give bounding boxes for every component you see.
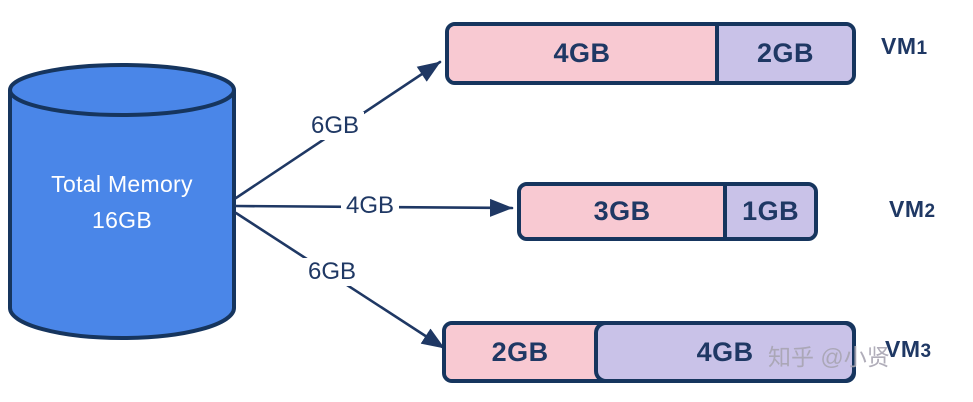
vm3-allocated-label: 2GB bbox=[491, 336, 549, 367]
total-memory-line1: Total Memory bbox=[51, 171, 193, 197]
vm1-allocated-label: 4GB bbox=[553, 38, 611, 68]
vm1-free-segment: 2GB bbox=[714, 26, 852, 81]
vm1-memory-bar: 4GB 2GB bbox=[445, 22, 856, 85]
vm2-name-prefix: VM bbox=[889, 196, 925, 222]
vm2-allocated-segment: 3GB bbox=[521, 186, 724, 237]
flow-label-vm2: 4GB bbox=[341, 192, 400, 220]
zhihu-watermark: 知乎 @小贤 bbox=[768, 344, 890, 370]
vm3-allocated-segment: 2GB bbox=[446, 325, 595, 379]
vm2-free-segment: 1GB bbox=[723, 186, 814, 237]
vm3-memory-bar: 2GB 4GB bbox=[442, 321, 856, 383]
vm1-allocated-segment: 4GB bbox=[449, 26, 715, 81]
memory-cylinder-top bbox=[8, 63, 236, 117]
vm2-allocated-label: 3GB bbox=[593, 196, 651, 226]
vm3-name-digit: 3 bbox=[920, 341, 932, 362]
flow-label-vm1: 6GB bbox=[306, 112, 365, 140]
total-memory-label: Total Memory 16GB bbox=[14, 166, 230, 238]
vm2-name-label: VM2 bbox=[889, 196, 936, 223]
flow-label-vm3: 6GB bbox=[303, 258, 362, 286]
vm1-name-label: VM1 bbox=[881, 33, 928, 60]
vm3-name-prefix: VM bbox=[885, 336, 921, 362]
vm2-memory-bar: 3GB 1GB bbox=[517, 182, 818, 241]
vm1-name-digit: 1 bbox=[916, 38, 928, 59]
vm3-name-label: VM3 bbox=[885, 336, 932, 363]
vm2-name-digit: 2 bbox=[924, 201, 936, 222]
vm1-free-label: 2GB bbox=[756, 38, 814, 68]
memory-cylinder-body bbox=[8, 90, 236, 340]
vm2-free-label: 1GB bbox=[742, 196, 800, 226]
vm1-name-prefix: VM bbox=[881, 33, 917, 59]
total-memory-line2: 16GB bbox=[91, 207, 152, 233]
vm3-free-label: 4GB bbox=[696, 336, 754, 367]
vm3-free-segment: 4GB bbox=[594, 321, 856, 383]
